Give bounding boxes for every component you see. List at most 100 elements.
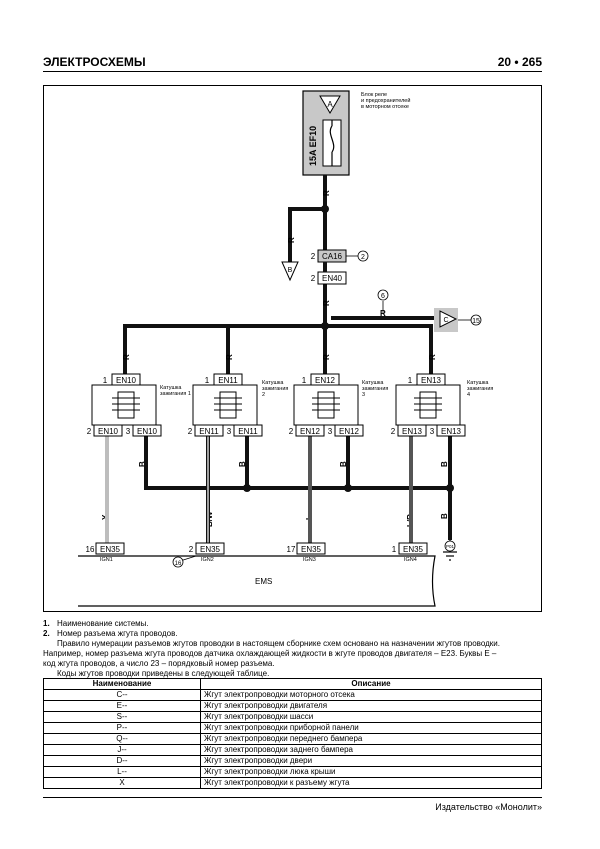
ems-label: EMS: [255, 577, 272, 586]
fuse-terminal-label: A: [327, 100, 333, 109]
offpage-b-label: B: [288, 267, 293, 274]
svg-text:EN35: EN35: [301, 545, 322, 554]
ems-connector-ign4: EN35 1 IGN4: [392, 542, 428, 563]
note-paragraph-line-1: Правило нумерации разъемов жгутов провод…: [57, 639, 500, 648]
header-divider: [43, 71, 542, 72]
table-row: S--Жгут электропроводки шасси: [43, 711, 542, 723]
svg-text:3: 3: [126, 427, 131, 436]
svg-text:2: 2: [87, 427, 92, 436]
svg-text:1: 1: [302, 376, 307, 385]
svg-text:зажигания: зажигания: [262, 386, 288, 392]
table-header-description: Описание: [200, 678, 542, 690]
wire-label-b-4: B: [440, 461, 449, 467]
page-number: 20 • 265: [497, 55, 542, 69]
wire-label-r-3: R: [322, 300, 331, 306]
callout-connector-note: [357, 250, 369, 262]
ems-block: [78, 555, 436, 607]
callout-ign2: [172, 556, 184, 568]
svg-text:3: 3: [328, 427, 333, 436]
harness-codes-table: Наименование Описание C--Жгут электропро…: [43, 678, 542, 789]
svg-text:1: 1: [408, 376, 413, 385]
svg-text:2: 2: [262, 392, 265, 398]
table-row: J--Жгут электропроводки заднего бампера: [43, 744, 542, 756]
table-header-row: Наименование Описание: [43, 678, 542, 690]
note-item-2: 2.Номер разъема жгута проводов.: [43, 629, 178, 638]
svg-text:16: 16: [86, 545, 95, 554]
ground-splice-1: [243, 484, 251, 492]
wire-label-r-1: R: [322, 190, 331, 196]
svg-text:Катушка: Катушка: [362, 380, 384, 386]
splice-point-main: [321, 322, 329, 330]
svg-text:Катушка: Катушка: [160, 385, 182, 391]
svg-text:EN35: EN35: [403, 545, 424, 554]
svg-text:1: 1: [205, 376, 210, 385]
power-feed-wires: [123, 175, 440, 374]
svg-text:EN12: EN12: [315, 376, 336, 385]
callout-system-note: [377, 289, 389, 301]
callout-link-c: [470, 314, 482, 326]
wire-label-r-2: R: [287, 237, 296, 243]
svg-text:EN11: EN11: [199, 427, 219, 436]
table-row: L--Жгут электропроводки люка крыши: [43, 766, 542, 778]
svg-text:Катушка: Катушка: [262, 380, 284, 386]
wire-label-r-8: R: [428, 354, 437, 360]
note-paragraph-line-4: Коды жгутов проводки приведены в следующ…: [57, 669, 270, 678]
svg-text:EN11: EN11: [218, 376, 238, 385]
splice-point-top: [321, 205, 329, 213]
diagram-frame: [43, 85, 542, 612]
svg-text:IGN1: IGN1: [100, 557, 113, 563]
ground-point: [444, 540, 456, 552]
svg-text:IGN3: IGN3: [303, 557, 316, 563]
connector-en40-label: EN40: [322, 274, 343, 283]
svg-text:EN10: EN10: [137, 427, 158, 436]
svg-text:2: 2: [189, 545, 194, 554]
note-paragraph-line-2: Например, номер разъема жгута проводов д…: [43, 649, 497, 658]
svg-text:EN10: EN10: [116, 376, 137, 385]
table-row: E--Жгут электропроводки двигателя: [43, 700, 542, 712]
fuse-icon: [329, 120, 335, 166]
ignition-coil-2: EN11 1 Катушка зажигания 2 EN11 2 EN11 3: [188, 373, 288, 437]
svg-text:4: 4: [467, 392, 470, 398]
callout-connector-note-label: 2: [361, 254, 365, 261]
offpage-c-label: C: [443, 317, 448, 324]
callout-system-note-label: 6: [381, 293, 385, 300]
fuse-box-caption-2: и предохранителей: [361, 97, 410, 104]
wire-label-r-5: R: [122, 354, 131, 360]
ignition-coil-3: EN12 1 Катушка зажигания 3 EN12 2 EN12 3: [289, 373, 388, 437]
ground-label: P01: [446, 544, 455, 549]
svg-text:EN13: EN13: [421, 376, 442, 385]
svg-text:2: 2: [188, 427, 193, 436]
svg-text:зажигания: зажигания: [467, 386, 493, 392]
table-row: C--Жгут электропроводки моторного отсека: [43, 689, 542, 701]
wire-label-b-5: B: [440, 513, 449, 519]
table-row: D--Жгут электропроводки двери: [43, 755, 542, 767]
svg-text:EN13: EN13: [441, 427, 462, 436]
svg-text:EN10: EN10: [98, 427, 119, 436]
ems-connector-ign3: EN35 17 IGN3: [287, 542, 326, 563]
note-paragraph-line-3: код жгута проводов, а число 23 – порядко…: [43, 659, 275, 668]
wire-color-labels: R R R R R R R R B B B B B Y B/W L L/R: [101, 190, 449, 527]
wire-label-r-7: R: [322, 354, 331, 360]
ground-wires: [144, 436, 452, 540]
svg-text:зажигания: зажигания: [362, 386, 388, 392]
svg-text:3: 3: [362, 392, 365, 398]
svg-text:2: 2: [391, 427, 396, 436]
ems-connector-ign1: EN35 16 IGN1: [86, 542, 125, 563]
svg-text:EN12: EN12: [300, 427, 321, 436]
svg-text:1: 1: [103, 376, 108, 385]
footer-divider: [43, 797, 542, 798]
svg-text:3: 3: [430, 427, 435, 436]
svg-text:3: 3: [227, 427, 232, 436]
notes-section: 1.Наименование системы. 2.Номер разъема …: [43, 619, 553, 679]
connector-ca16-label: CA16: [322, 252, 343, 261]
svg-text:EN13: EN13: [402, 427, 423, 436]
wire-label-r-4: R: [380, 309, 386, 318]
table-header-name: Наименование: [43, 678, 201, 690]
wire-label-b-3: B: [339, 461, 348, 467]
callout-link-c-label: 15: [472, 318, 480, 325]
svg-text:IGN4: IGN4: [404, 557, 417, 563]
svg-text:EN11: EN11: [238, 427, 258, 436]
callout-ign2-label: 16: [175, 561, 182, 567]
